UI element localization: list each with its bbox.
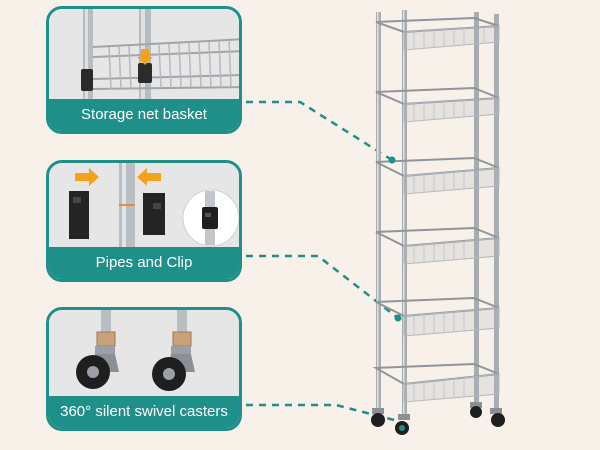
feature-card-casters: 360° silent swivel casters bbox=[46, 307, 242, 431]
feature-card-clip: Pipes and Clip bbox=[46, 160, 242, 282]
swivel-caster-closeup-icon bbox=[49, 310, 239, 402]
wire-shelving-rack-image bbox=[362, 8, 512, 440]
feature-caption: Storage net basket bbox=[49, 99, 239, 131]
pipe-clip-closeup-icon bbox=[49, 163, 239, 253]
connector-clip bbox=[246, 254, 399, 319]
storage-net-basket-closeup-icon bbox=[49, 9, 239, 105]
feature-card-basket: Storage net basket bbox=[46, 6, 242, 134]
feature-caption: 360° silent swivel casters bbox=[49, 396, 239, 428]
connector-basket bbox=[246, 100, 393, 162]
feature-caption: Pipes and Clip bbox=[49, 247, 239, 279]
